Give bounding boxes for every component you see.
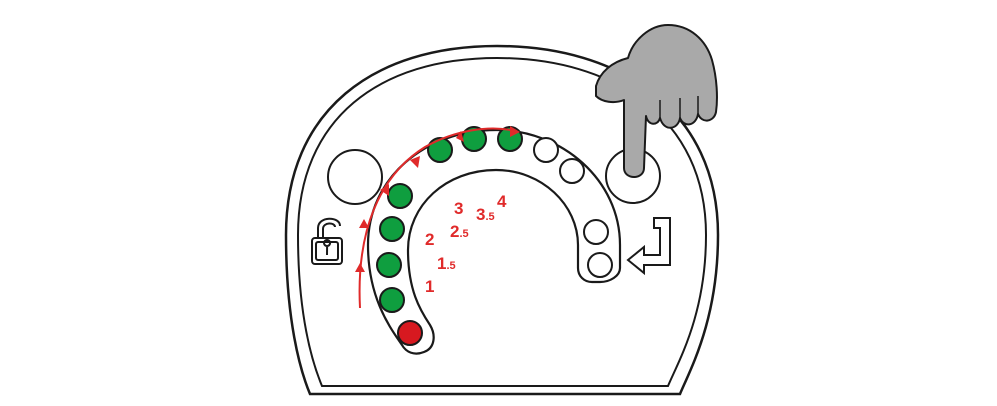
led-green-2 — [379, 287, 405, 313]
arrow-head — [510, 126, 520, 137]
left-round-button[interactable] — [327, 149, 383, 205]
scale-label-2-5: 2.5 — [450, 222, 469, 241]
progress-arrow-path — [355, 126, 520, 309]
scale-label-1: 1 — [425, 277, 434, 296]
scale-label-1-5: 1.5 — [437, 254, 456, 273]
arrow-head — [410, 156, 420, 168]
pointing-hand-icon — [595, 24, 718, 178]
led-green-5 — [387, 183, 413, 209]
led-off-9 — [533, 137, 559, 163]
unlock-padlock-icon — [311, 217, 343, 265]
scale-label-3-5: 3.5 — [476, 205, 495, 224]
arrow-head — [355, 263, 365, 272]
led-off-10 — [559, 158, 585, 184]
panel-housing — [284, 44, 720, 396]
led-indicator-row — [376, 126, 613, 346]
arrow-head — [359, 219, 369, 228]
scale-label-3: 3 — [454, 199, 463, 218]
scale-labels: 1 1.5 2 2.5 3 3.5 4 — [425, 192, 507, 296]
led-green-3 — [376, 252, 402, 278]
led-green-6 — [427, 137, 453, 163]
enter-return-arrow-icon — [626, 217, 671, 276]
scale-label-4: 4 — [497, 192, 507, 211]
led-off-11 — [583, 219, 609, 245]
arrow-head — [456, 131, 464, 142]
led-off-12 — [587, 252, 613, 278]
arrow-head — [380, 184, 389, 196]
led-green-4 — [379, 216, 405, 242]
scale-label-2: 2 — [425, 230, 434, 249]
led-red-1 — [397, 320, 423, 346]
